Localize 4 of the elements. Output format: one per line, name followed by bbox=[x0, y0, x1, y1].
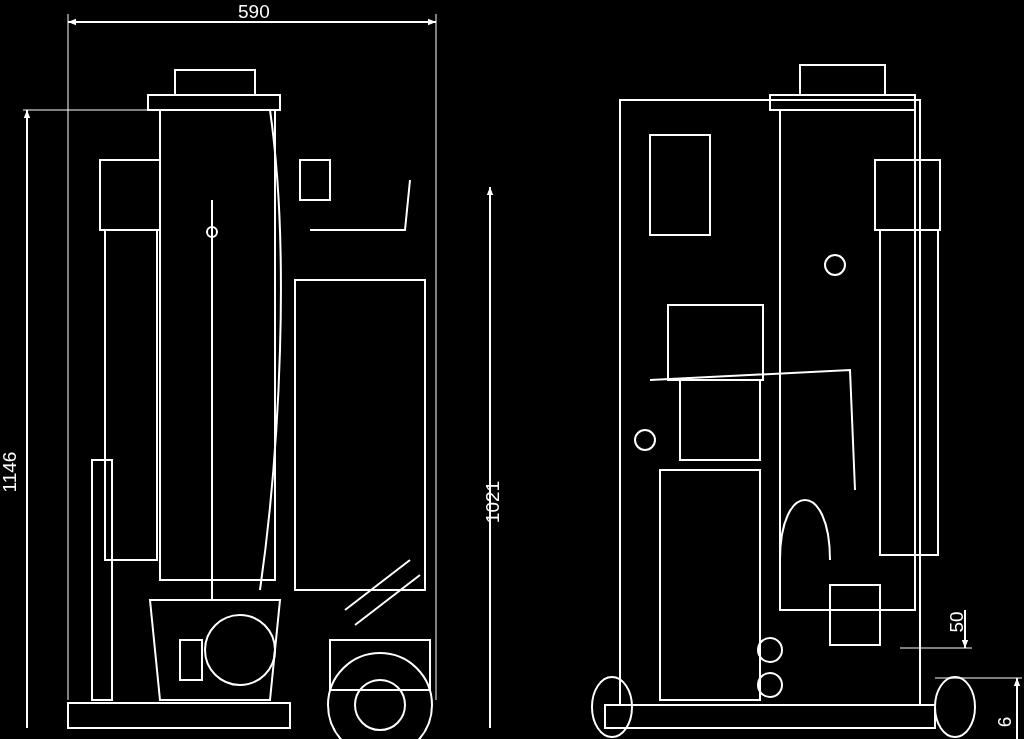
dimension-label: 590 bbox=[238, 2, 270, 22]
dimension-label: 50 bbox=[946, 611, 967, 633]
dimension-label: 6 bbox=[995, 716, 1016, 728]
dimension-label: 1146 bbox=[0, 451, 21, 493]
